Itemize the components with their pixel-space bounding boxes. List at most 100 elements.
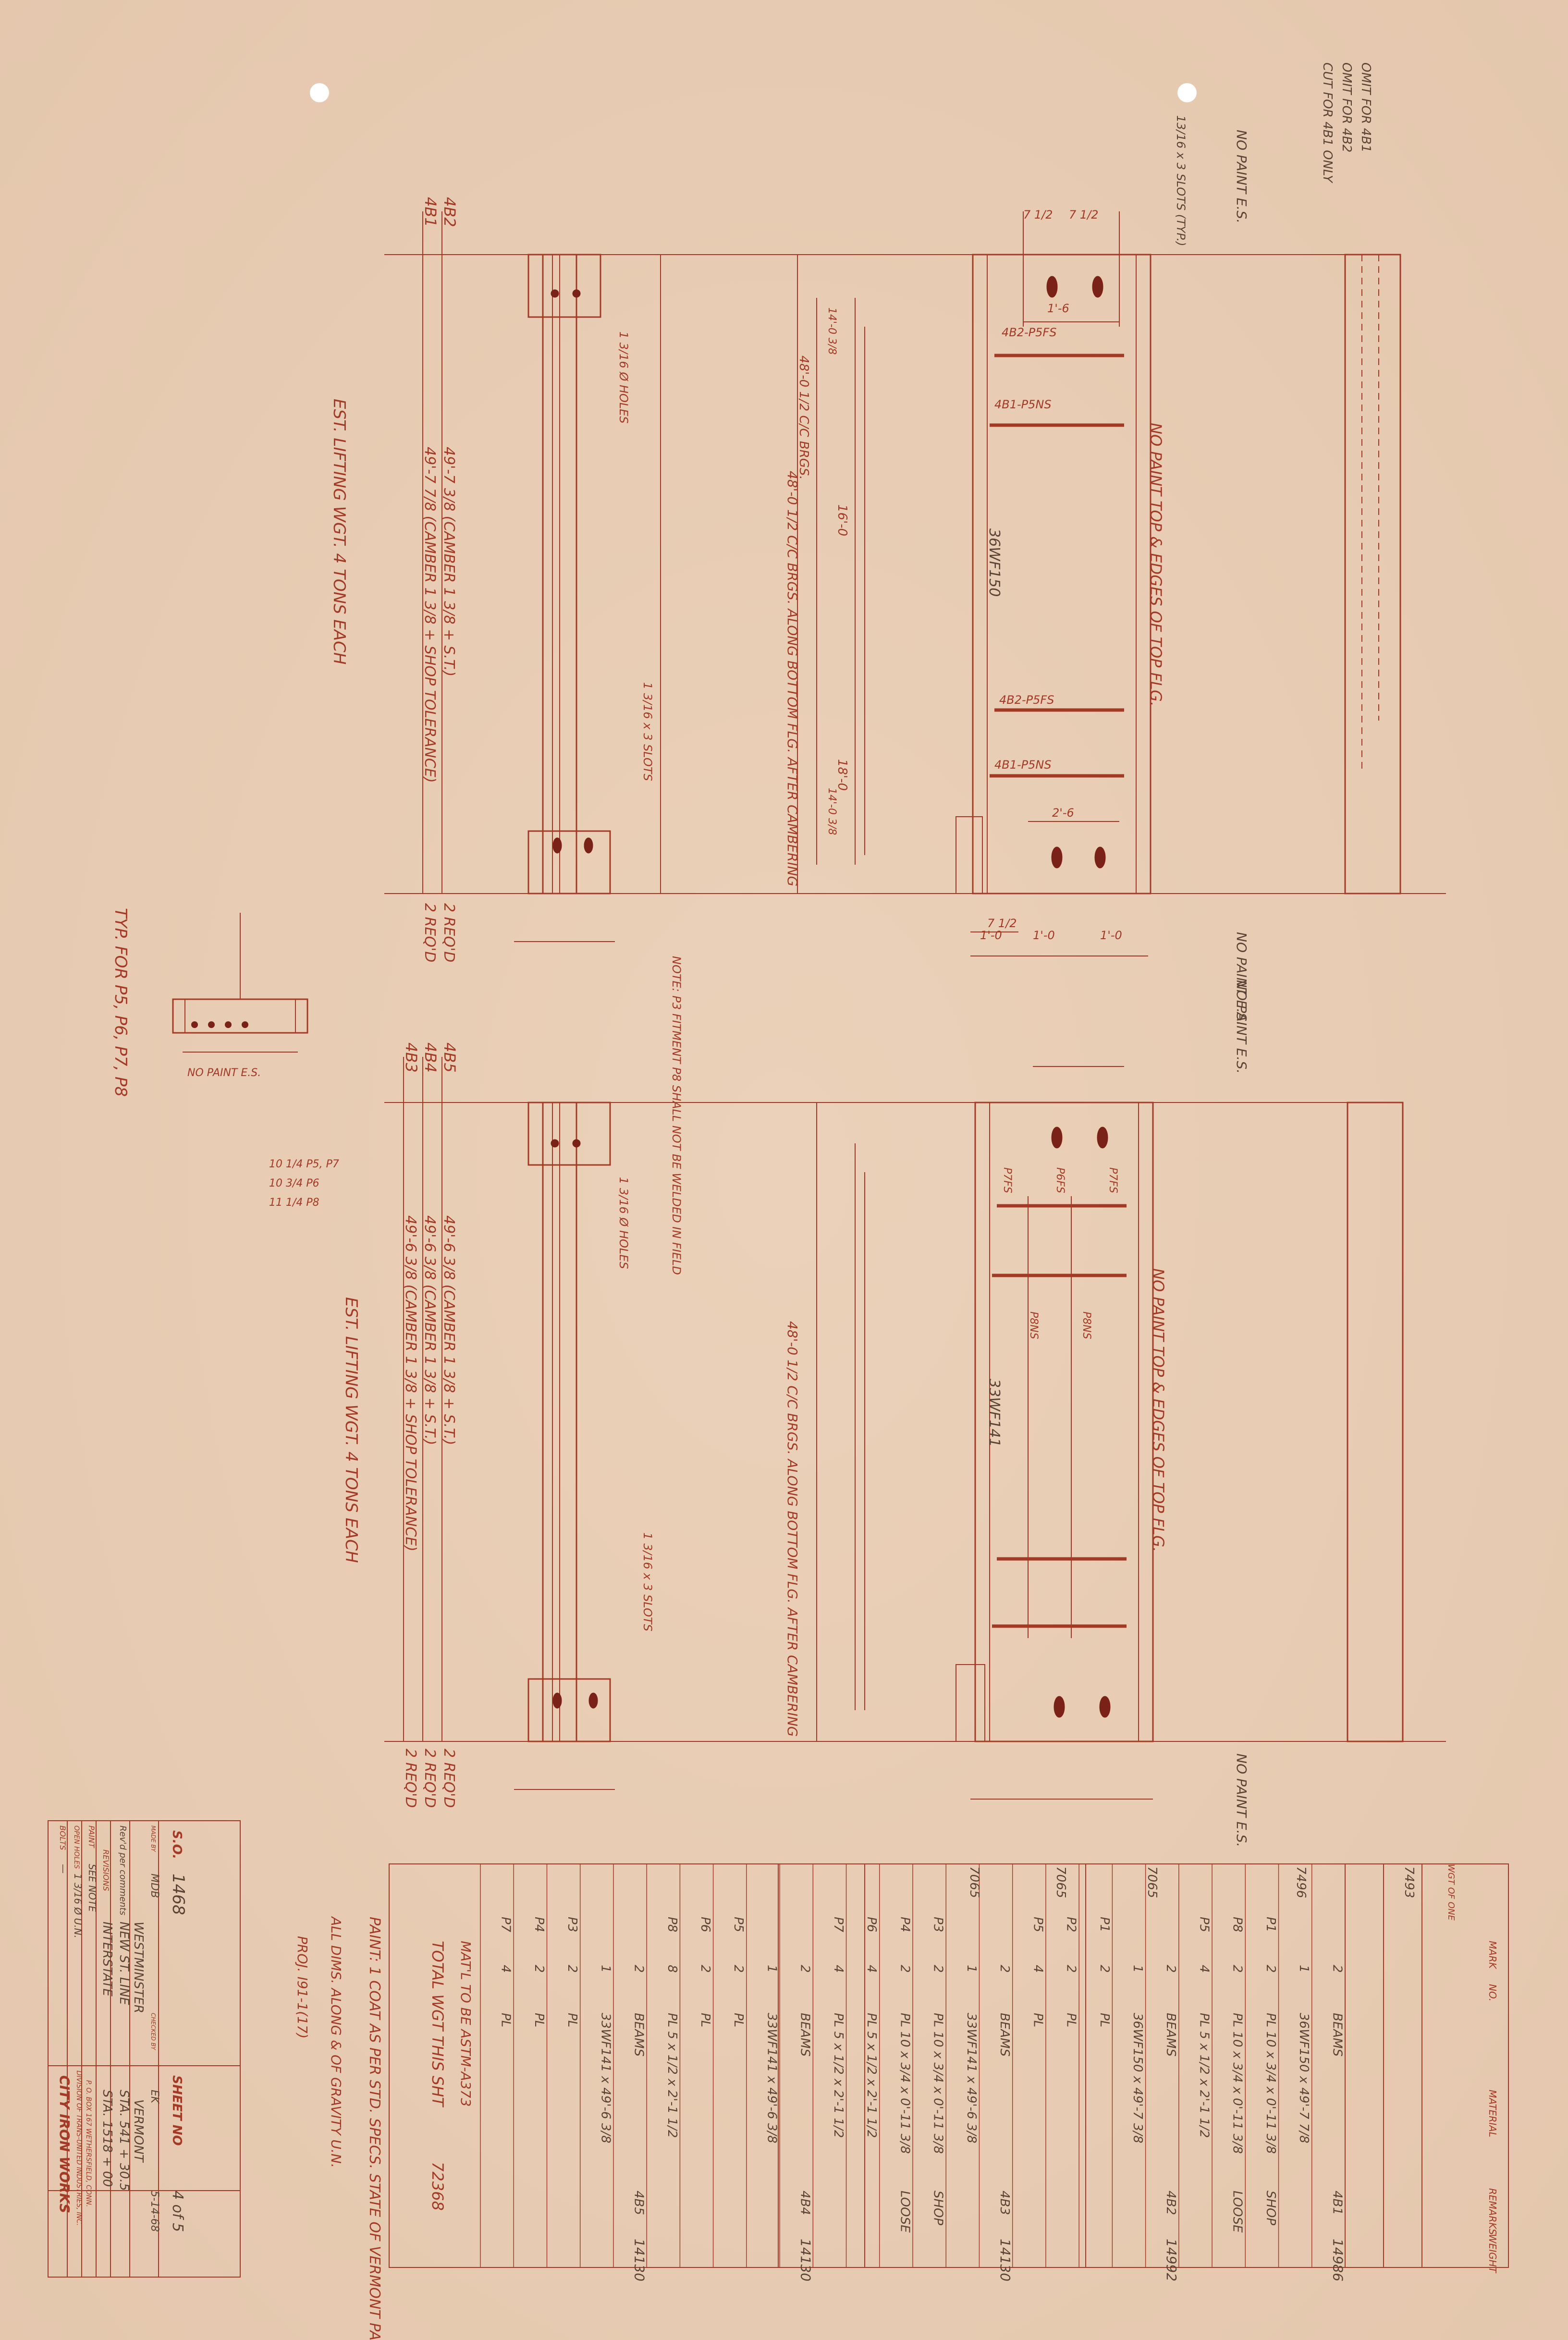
bom-weight: 14986 bbox=[1330, 2239, 1346, 2281]
title-sheet-label: SHEET NO bbox=[170, 2075, 184, 2146]
web-section-label: 33WF141 bbox=[986, 1379, 1003, 1447]
bolt-hole bbox=[551, 1139, 559, 1148]
typ-detail-title: TYP. FOR P5, P6, P7, P8 bbox=[111, 908, 130, 1097]
no-paint-note: NO PAINT E.S. bbox=[1234, 980, 1250, 1074]
title-company-sub: DIVISION OF TRANS-UNITED INDUSTRIES, INC… bbox=[75, 2070, 83, 2226]
bom-weight: 14130 bbox=[997, 2239, 1013, 2281]
no-paint-note: NO PAINT E.S. bbox=[1234, 932, 1250, 1026]
flange-dimension: 1'-0 bbox=[1033, 929, 1055, 942]
bearing-dim: 48'-0 1/2 C/C BRGS. bbox=[796, 355, 811, 480]
holes-note: 1 3/16 Ø HOLES bbox=[617, 1177, 630, 1269]
bom-quantity: 2 bbox=[632, 1965, 646, 1973]
bearing-dim: 14'-0 3/8 bbox=[826, 307, 838, 355]
bom-material: BEAMS bbox=[632, 2013, 646, 2057]
bom-mark: P8 bbox=[665, 1917, 679, 1932]
beam-length: 49'-6 3/8 (CAMBER 1 3/8 + S.T.) bbox=[441, 1215, 457, 1445]
bom-remarks: 4B2 bbox=[1164, 2191, 1178, 2215]
title-block bbox=[48, 1820, 241, 2278]
beam-mark-header: 4B4 bbox=[421, 1042, 440, 1073]
bom-mark: P7 bbox=[499, 1917, 513, 1933]
flange-dimension: 7 1/2 bbox=[987, 917, 1017, 930]
bolt-hole bbox=[191, 1021, 198, 1028]
bolt-slot bbox=[1099, 1696, 1111, 1718]
unit-weight: 7065 bbox=[967, 1866, 981, 1898]
bom-quantity: 1 bbox=[764, 1965, 779, 1973]
bom-header: WEIGHT bbox=[1487, 2234, 1498, 2274]
bom-header: REMARKS bbox=[1487, 2188, 1498, 2235]
bom-remarks: 4B3 bbox=[997, 2191, 1012, 2215]
stiffener-label: P8NS bbox=[1080, 1311, 1092, 1339]
bom-quantity: 2 bbox=[731, 1965, 746, 1973]
bom-remarks: LOOSE bbox=[897, 2191, 912, 2233]
title-paint-value: SEE NOTE bbox=[86, 1864, 98, 1912]
bom-mark: P3 bbox=[565, 1917, 579, 1932]
beam-length: 49'-7 3/8 (CAMBER 1 3/8 + S.T.) bbox=[441, 447, 457, 676]
omit-note: CUT FOR 4B1 ONLY bbox=[1320, 62, 1335, 184]
bolt-hole bbox=[225, 1021, 232, 1028]
stiffener-label: P6FS bbox=[1054, 1167, 1066, 1193]
bom-material: BEAMS bbox=[1164, 2013, 1178, 2057]
beam-mark-header: 4B3 bbox=[402, 1042, 420, 1073]
title-date: 5-14-68 bbox=[148, 2191, 160, 2232]
title-sheet-value: 4 of 5 bbox=[169, 2191, 186, 2232]
omit-note: OMIT FOR 4B2 bbox=[1339, 62, 1354, 152]
bom-mark: P5 bbox=[731, 1917, 746, 1932]
total-weight-label: TOTAL WGT THIS SHT bbox=[429, 1941, 447, 2107]
stiffener-label: 4B1-P5NS bbox=[994, 398, 1052, 411]
bom-mark: P5 bbox=[1197, 1917, 1211, 1932]
beam-length: 49'-6 3/8 (CAMBER 1 3/8 + SHOP TOLERANCE… bbox=[402, 1215, 419, 1552]
lifting-note: EST. LIFTING WGT. 4 TONS EACH bbox=[330, 399, 349, 664]
title-revisions: REVISIONS bbox=[101, 1850, 110, 1891]
unit-weight: 7065 bbox=[1054, 1866, 1068, 1898]
bolt-slot bbox=[1046, 276, 1058, 298]
beam-length: 49'-7 7/8 (CAMBER 1 3/8 + SHOP TOLERANCE… bbox=[421, 447, 438, 783]
bolt-hole bbox=[242, 1021, 248, 1028]
bottom-beam-group bbox=[384, 1057, 1446, 1800]
bom-material: PL bbox=[1097, 2013, 1112, 2027]
bolt-slot bbox=[1051, 1127, 1063, 1149]
typ-detail-note: NO PAINT E.S. bbox=[187, 1067, 261, 1079]
holes-note: 1 3/16 Ø HOLES bbox=[617, 331, 630, 424]
stiffener-label: P8NS bbox=[1028, 1311, 1040, 1339]
bom-mark: P4 bbox=[532, 1917, 546, 1932]
unit-weight-header: WGT OF ONE bbox=[1446, 1864, 1456, 1921]
title-made-by: MDB bbox=[148, 1874, 160, 1898]
bom-mark: P2 bbox=[1064, 1917, 1078, 1932]
bom-mark: P7 bbox=[831, 1917, 845, 1933]
bom-material: 33WF141 x 49'-6 3/8 bbox=[964, 2013, 979, 2144]
bom-mark: P1 bbox=[1263, 1917, 1278, 1932]
bearing-note: 48'-0 1/2 C/C BRGS. ALONG BOTTOM FLG. AF… bbox=[784, 471, 800, 886]
flange-dimension: 1'-6 bbox=[1047, 302, 1069, 315]
bom-material: PL bbox=[1064, 2013, 1078, 2027]
bearing-dim: 18'-0 bbox=[835, 759, 849, 791]
title-open-holes-value: 1 3/16 Ø U.N. bbox=[72, 1874, 84, 1938]
bom-quantity: 4 bbox=[864, 1965, 879, 1973]
bom-remarks: 4B4 bbox=[798, 2191, 812, 2215]
omit-note: OMIT FOR 4B1 bbox=[1359, 62, 1373, 152]
no-paint-note: NO PAINT E.S. bbox=[1234, 130, 1250, 223]
flange-dimension: 1'-0 bbox=[1100, 929, 1122, 942]
bom-quantity: 4 bbox=[1197, 1965, 1211, 1973]
bom-quantity: 8 bbox=[665, 1965, 679, 1973]
bom-quantity: 2 bbox=[1263, 1965, 1278, 1973]
bom-quantity: 4 bbox=[831, 1965, 845, 1973]
bolt-slot bbox=[584, 837, 593, 854]
bolt-slot bbox=[1051, 846, 1063, 869]
bom-material: PL bbox=[731, 2013, 746, 2027]
bom-material: BEAMS bbox=[1330, 2013, 1344, 2057]
bom-material: PL 5 x 1/2 x 2'-1 1/2 bbox=[1197, 2013, 1211, 2138]
bom-material: BEAMS bbox=[997, 2013, 1012, 2057]
typical-stiffener-detail bbox=[172, 913, 308, 1053]
bom-mark: P6 bbox=[698, 1917, 712, 1932]
unit-weight: 7496 bbox=[1294, 1866, 1308, 1898]
bottom-girder-plan bbox=[974, 1102, 1154, 1742]
stiffener-label: P7FS bbox=[1107, 1167, 1119, 1193]
bolt-slot bbox=[1092, 276, 1103, 298]
title-made-by-label: MADE BY bbox=[150, 1825, 157, 1852]
beam-mark-header: 4B1 bbox=[421, 197, 440, 227]
bom-remarks: 4B1 bbox=[1330, 2191, 1344, 2215]
bom-material: PL 10 x 3/4 x 0'-11 3/8 bbox=[1263, 2013, 1278, 2154]
material-note: MAT'L TO BE ASTM-A373 bbox=[458, 1941, 474, 2107]
